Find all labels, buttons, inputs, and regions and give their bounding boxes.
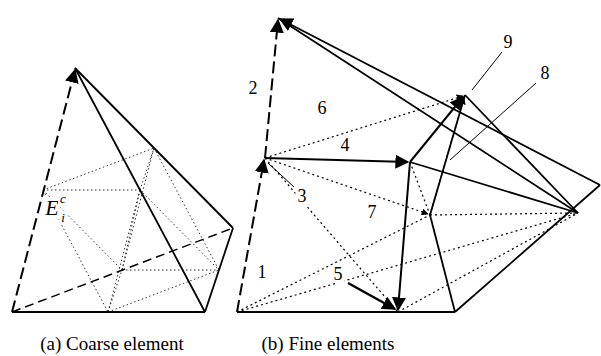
- callout-number: 5: [332, 265, 345, 283]
- callout-number: 9: [502, 33, 515, 51]
- edge-subscript: i: [59, 211, 67, 224]
- coarse-element: [12, 68, 233, 312]
- callout-number: 7: [366, 203, 379, 221]
- fine-elements: [237, 18, 600, 312]
- callout-number: 8: [539, 64, 552, 82]
- callout-number: 1: [256, 263, 269, 281]
- callout-number: 3: [296, 187, 309, 205]
- callout-number: 2: [247, 79, 260, 97]
- interior-dotted-edges: [237, 96, 578, 312]
- callout-number: 6: [316, 99, 329, 117]
- figure-caption: (a) Coarse element: [38, 334, 185, 353]
- leader-lines: [268, 52, 536, 187]
- figure-caption: (b) Fine elements: [260, 334, 397, 353]
- edge-superscript: c: [58, 192, 68, 205]
- callout-number: 4: [339, 136, 352, 154]
